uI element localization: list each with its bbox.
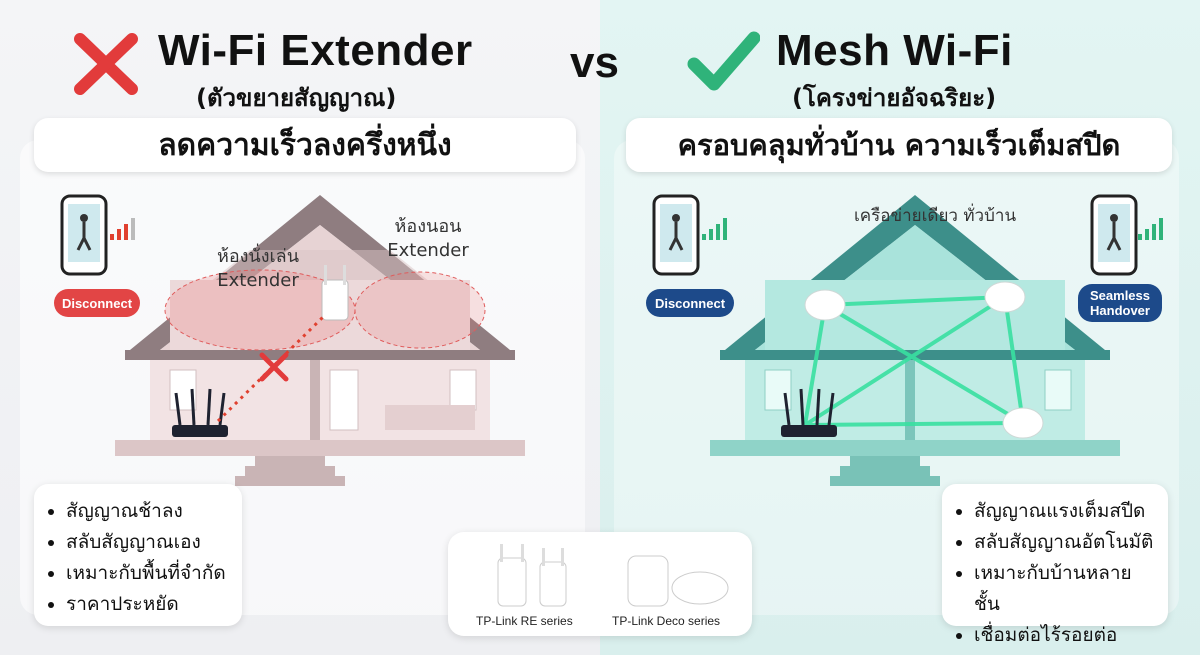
- list-item: ราคาประหยัด: [66, 589, 228, 620]
- mesh-feature-list: สัญญาณแรงเต็มสปีด สลับสัญญาณอัตโนมัติ เห…: [942, 484, 1168, 646]
- left-title: Wi-Fi Extender: [158, 26, 473, 75]
- seamless-handover-badge: Seamless Handover: [1078, 284, 1162, 322]
- right-subtitle: (โครงข่ายอัจฉริยะ): [792, 84, 997, 112]
- extender-feature-list: สัญญาณช้าลง สลับสัญญาณเอง เหมาะกับพื้นที…: [34, 484, 242, 626]
- list-item: สัญญาณช้าลง: [66, 496, 228, 527]
- re-series-caption: TP-Link RE series: [476, 614, 573, 628]
- strong-signal-icon-right: [1138, 218, 1163, 240]
- deco-product-image: [627, 555, 729, 607]
- deco-series-caption: TP-Link Deco series: [612, 614, 721, 628]
- vs-label: vs: [570, 38, 619, 87]
- room-living-label: ห้องนั่งเล่น Extender: [216, 246, 300, 291]
- phone-icon: [60, 194, 108, 276]
- weak-signal-icon: [110, 218, 135, 240]
- strong-signal-icon-left: [702, 218, 727, 240]
- list-item: เชื่อมต่อไร้รอยต่อ: [974, 620, 1154, 651]
- extender-headline: ลดความเร็วลงครึ่งหนึ่ง: [34, 118, 576, 172]
- disconnect-badge: Disconnect: [54, 289, 140, 317]
- cross-icon: [74, 33, 138, 95]
- check-icon: [687, 31, 760, 91]
- disconnect-badge-mesh: Disconnect: [646, 289, 734, 317]
- network-label: เครือข่ายเดียว ทั่วบ้าน: [853, 206, 1017, 226]
- re-extender-product-image: [497, 544, 567, 607]
- right-title: Mesh Wi-Fi: [776, 26, 1013, 75]
- left-subtitle: (ตัวขยายสัญญาณ): [196, 84, 397, 112]
- list-item: สลับสัญญาณเอง: [66, 527, 228, 558]
- mesh-house-illustration: [710, 195, 1120, 486]
- mesh-headline: ครอบคลุมทั่วบ้าน ความเร็วเต็มสปีด: [626, 118, 1172, 172]
- list-item: สัญญาณแรงเต็มสปีด: [974, 496, 1154, 527]
- list-item: เหมาะกับบ้านหลายชั้น: [974, 558, 1154, 620]
- phone-icon-right: [1090, 194, 1138, 276]
- list-item: เหมาะกับพื้นที่จำกัด: [66, 558, 228, 589]
- list-item: สลับสัญญาณอัตโนมัติ: [974, 527, 1154, 558]
- extender-house-illustration: [115, 195, 525, 486]
- phone-icon-left: [652, 194, 700, 276]
- room-bedroom-label: ห้องนอน Extender: [387, 216, 469, 261]
